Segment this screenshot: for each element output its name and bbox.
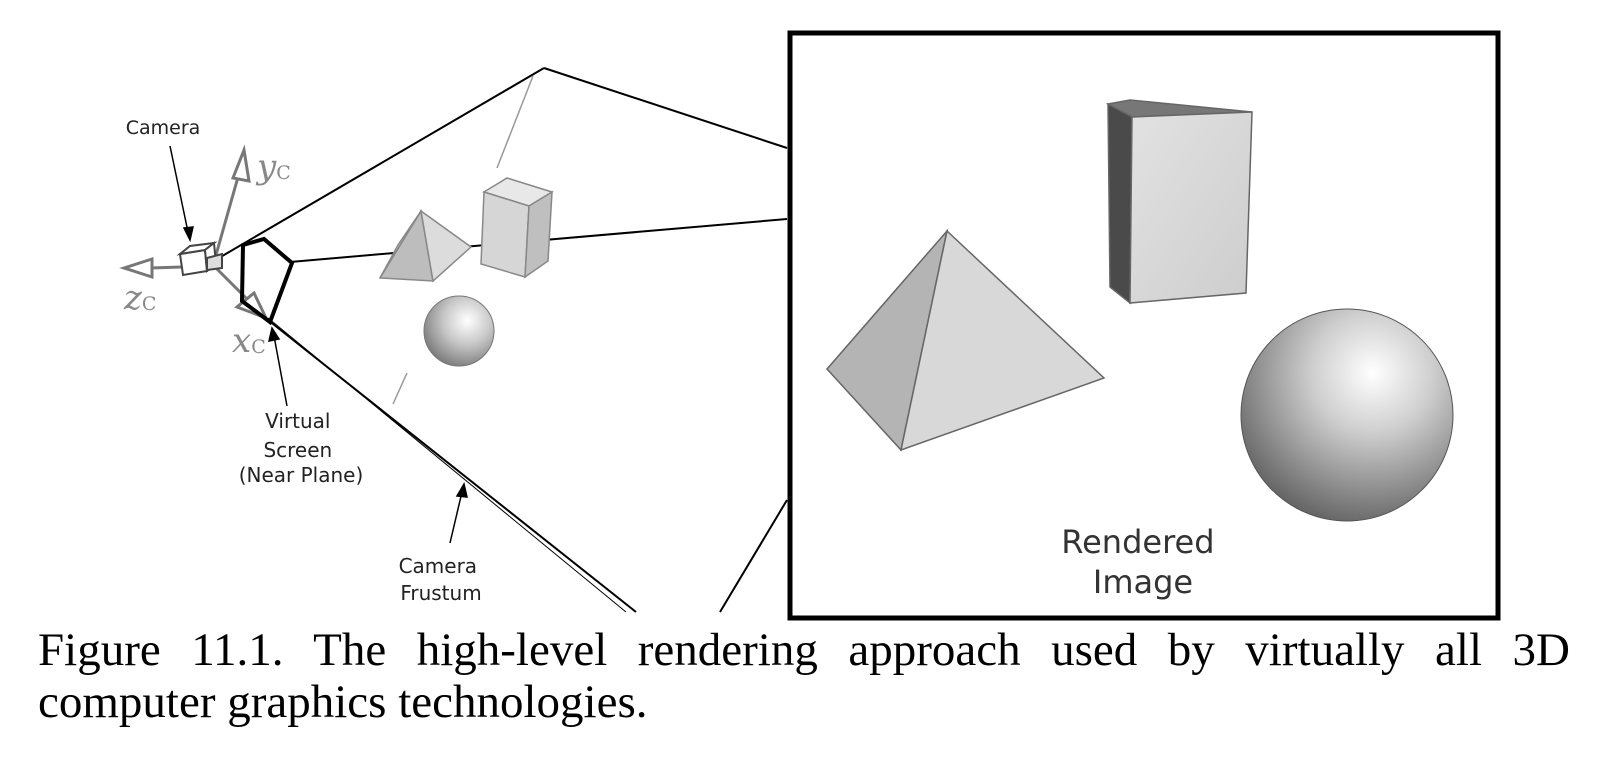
virtual-screen-label: Virtual Screen (Near Plane) bbox=[239, 409, 364, 487]
rendered-box bbox=[1105, 99, 1253, 305]
virtual-screen bbox=[239, 236, 295, 326]
frustum-edge-top-far bbox=[543, 67, 788, 149]
camera-frustum-label: Camera Frustum bbox=[399, 554, 484, 605]
virtual-screen-label-line1: Virtual bbox=[265, 409, 330, 433]
scene-box bbox=[480, 177, 554, 279]
virtual-screen-pointer bbox=[273, 335, 288, 407]
rendered-image-label: Rendered Image bbox=[1061, 523, 1224, 601]
camera-pointer bbox=[169, 145, 189, 233]
rendered-pyramid bbox=[825, 228, 1106, 452]
camera-icon bbox=[176, 241, 223, 277]
x-axis-label: xC bbox=[232, 321, 266, 361]
frustum-edge-far-bottom bbox=[719, 499, 788, 613]
camera-frustum-label-line1: Camera bbox=[399, 554, 478, 578]
camera-frustum bbox=[211, 67, 788, 613]
rendered-image-panel: Rendered Image bbox=[787, 30, 1501, 621]
frustum-edge-bottom-inner bbox=[267, 317, 627, 613]
frustum-pointer bbox=[449, 491, 463, 544]
frustum-hidden-edge-top bbox=[496, 75, 534, 169]
virtual-screen-label-line3: (Near Plane) bbox=[239, 463, 364, 487]
label-pointers bbox=[169, 145, 468, 544]
scene-sphere bbox=[423, 295, 495, 367]
z-axis-label: zC bbox=[123, 278, 156, 318]
y-axis-line bbox=[212, 169, 242, 263]
frustum-hidden-edge-bottom bbox=[392, 372, 408, 405]
rendering-diagram: Camera Virtual Screen (Near Plane) Camer… bbox=[119, 30, 1501, 621]
camera-label: Camera bbox=[126, 117, 201, 139]
rendered-image-label-line1: Rendered bbox=[1061, 523, 1214, 561]
camera-frustum-label-line2: Frustum bbox=[400, 581, 481, 605]
scene-pyramid bbox=[378, 208, 473, 283]
y-axis-label: yC bbox=[255, 147, 291, 187]
figure-caption: Figure 11.1. The high-level rendering ap… bbox=[38, 624, 1570, 728]
rendered-image-label-line2: Image bbox=[1093, 563, 1193, 601]
virtual-screen-label-line2: Screen bbox=[263, 438, 332, 462]
x-axis-line bbox=[212, 264, 252, 304]
z-axis-arrowhead bbox=[119, 256, 154, 280]
y-axis-arrowhead bbox=[230, 144, 251, 183]
frustum-edge-top bbox=[211, 67, 545, 263]
rendered-sphere bbox=[1240, 308, 1454, 522]
